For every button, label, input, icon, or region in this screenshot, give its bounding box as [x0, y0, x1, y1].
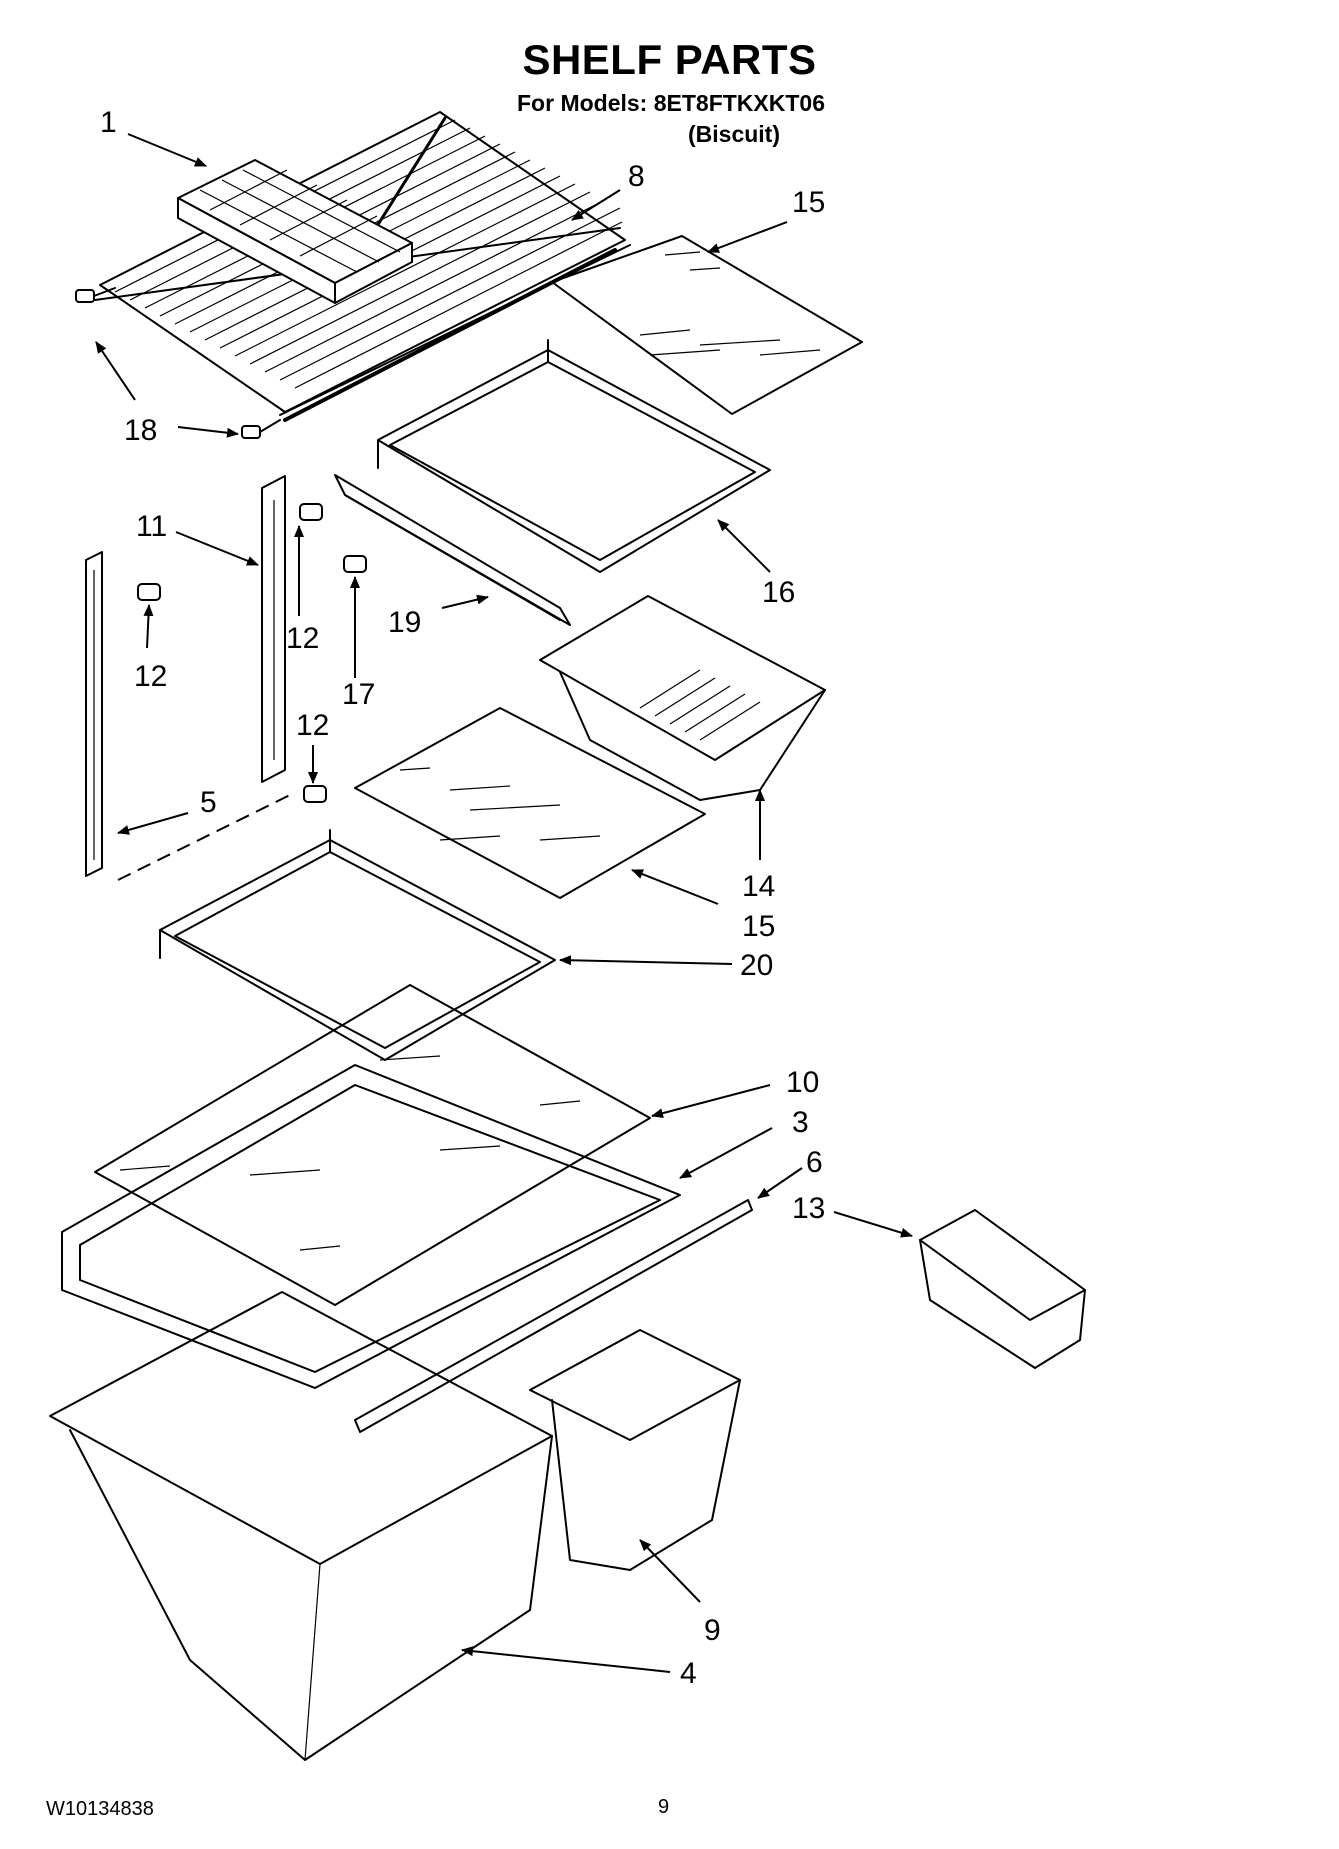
crisper-cover-frame — [61, 1064, 681, 1389]
callout-12-lower: 12 — [296, 709, 329, 742]
page-title: SHELF PARTS — [522, 36, 817, 83]
page-number: 9 — [658, 1796, 670, 1818]
callout-9: 9 — [704, 1614, 721, 1647]
callout-4: 4 — [680, 1657, 697, 1690]
callout-13: 13 — [792, 1192, 825, 1225]
shelf-front-rail — [334, 474, 571, 626]
screws — [137, 503, 367, 803]
callout-5: 5 — [200, 786, 217, 819]
color-variant: (Biscuit) — [688, 121, 780, 147]
crisper-drawer-right — [529, 1329, 741, 1571]
callout-15-upper: 15 — [792, 186, 825, 219]
models-line: For Models: 8ET8FTKXKT06 — [517, 90, 825, 116]
callout-1: 1 — [100, 106, 117, 139]
drawer-small — [539, 595, 826, 801]
glass-shelf-large — [94, 984, 651, 1306]
trim-strip — [354, 1199, 753, 1433]
small-bin — [919, 1209, 1086, 1369]
leader-lines — [95, 133, 913, 1673]
shelf-stud-pins — [75, 287, 281, 439]
callout-20: 20 — [740, 949, 773, 982]
shelf-frame-middle — [159, 829, 556, 1061]
glass-shelf-upper — [551, 235, 863, 415]
ice-tray-part — [177, 159, 413, 304]
callout-labels: 1 8 15 18 11 12 12 12 17 19 16 5 14 15 2… — [100, 106, 825, 1690]
callout-12-left: 12 — [134, 660, 167, 693]
callout-15-middle: 15 — [742, 910, 775, 943]
crisper-drawer-large — [49, 1291, 553, 1761]
callout-11: 11 — [136, 510, 167, 543]
callout-16: 16 — [762, 576, 795, 609]
callout-6: 6 — [806, 1146, 823, 1179]
glass-shelf-middle — [354, 707, 706, 899]
shelf-frame-upper — [377, 339, 771, 573]
callout-10: 10 — [786, 1066, 819, 1099]
shelf-support-ladders — [85, 475, 286, 877]
callout-14: 14 — [742, 870, 775, 903]
callout-3: 3 — [792, 1106, 809, 1139]
document-number: W10134838 — [46, 1798, 154, 1820]
callout-12-upper: 12 — [286, 622, 319, 655]
callout-19: 19 — [388, 606, 421, 639]
callout-8: 8 — [628, 160, 645, 193]
callout-18: 18 — [124, 414, 157, 447]
callout-17: 17 — [342, 678, 375, 711]
